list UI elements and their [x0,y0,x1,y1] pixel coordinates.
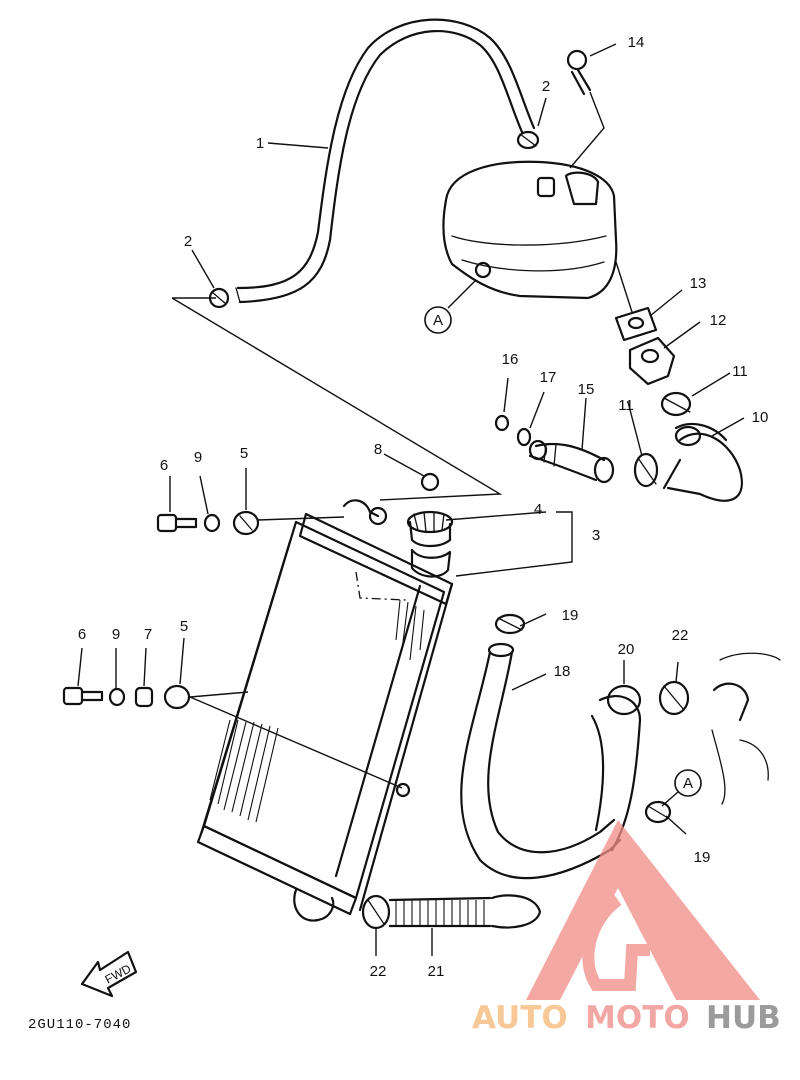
clamp-22-upper [658,680,690,716]
callout-22: 22 [672,627,689,644]
callout-18: 18 [554,663,571,680]
callout-11: 11 [732,363,748,380]
breather-joint-12 [628,336,676,386]
clamp-22-lower [361,894,391,930]
callout-5: 5 [240,445,248,462]
bolt-8 [420,472,440,492]
corrugated-hose-21 [388,894,542,929]
clamp-11-lower [633,452,659,488]
leader-lines [77,43,745,956]
reservoir-tank [442,160,618,300]
engine-outlet [711,652,781,805]
callout-2: 2 [542,78,550,95]
forward-direction-arrow: FWD [80,950,138,998]
callout-19: 19 [562,607,579,624]
callout-2: 2 [184,233,192,250]
automotohub-logo: AUTO MOTO HUB [472,820,781,1036]
callout-14: 14 [628,34,645,51]
washer-9-upper [203,513,221,533]
clamp-11-upper [660,391,692,417]
callout-9: 9 [194,449,202,466]
radiator-bracket-top [342,499,388,526]
washer-9-lower [108,687,126,707]
callout-5: 5 [180,618,188,635]
callout-6: 6 [160,457,168,474]
callout-10: 10 [752,409,769,426]
hose-clip-upper [516,130,540,150]
callout-9: 9 [112,626,120,643]
leader-lower-mount [189,691,403,789]
drawing-code: 2GU110-7040 [28,1017,131,1033]
grommet-5-upper [232,510,260,536]
logo-text-moto: MOTO [585,1000,690,1036]
leader-hose-bracket [171,297,503,501]
radiator-cap [406,510,454,548]
logo-triangle [526,820,760,1000]
water-hose-15 [528,439,615,484]
callout-numbers: 1 2 2 14 13 12 11 10 11 15 17 16 8 6 9 5… [78,34,769,980]
callout-22: 22 [370,963,387,980]
reference-label: A [433,312,443,329]
water-hose-10 [662,422,743,502]
callout-7: 7 [144,626,152,643]
bracket-plate-13 [614,261,658,342]
bolt-14 [566,49,605,169]
o-ring-16 [494,414,510,432]
circlip-17 [516,427,532,447]
bolt-6-lower [62,686,104,706]
collar-7 [134,686,154,708]
callout-11: 11 [618,397,634,414]
filler-neck [410,548,452,578]
grommet-5-lower [163,684,191,710]
radiator-hose-20 [590,684,642,852]
logo-text-hub: HUB [706,1000,781,1036]
reference-label: A [683,775,693,792]
callout-15: 15 [578,381,595,398]
callout-16: 16 [502,351,519,368]
callout-4: 4 [534,501,542,518]
callout-3: 3 [592,527,600,544]
callout-8: 8 [374,441,382,458]
callout-1: 1 [256,135,264,152]
callout-19: 19 [694,849,711,866]
callout-20: 20 [618,641,635,658]
radiator-hose-18 [460,642,622,880]
callout-17: 17 [540,369,557,386]
bolt-6-upper [156,513,198,533]
leader-upper-mount [257,516,345,521]
reference-marker-a-lower: A [661,769,702,807]
callout-6: 6 [78,626,86,643]
radiator [196,512,454,922]
logo-text-auto: AUTO [472,1000,568,1036]
clamp-19-upper [494,613,526,635]
callout-13: 13 [690,275,707,292]
overflow-hose [235,18,536,304]
reference-marker-a-upper: A [424,279,477,334]
clamp-19-lower [644,800,672,824]
callout-12: 12 [710,312,727,329]
callout-21: 21 [428,963,445,980]
